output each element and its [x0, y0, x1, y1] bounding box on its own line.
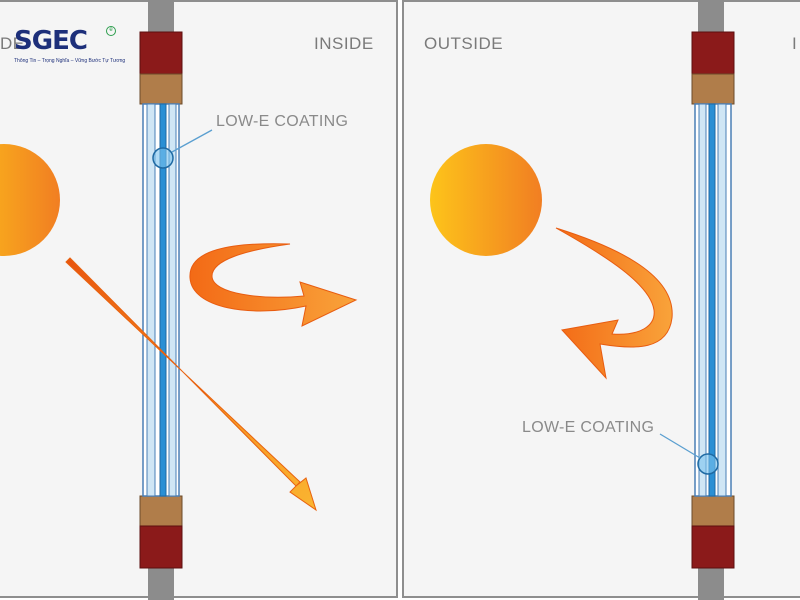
label-inside-partial-right: I: [792, 34, 798, 53]
glass-panes-right: [694, 103, 732, 497]
coating-marker-left: [152, 147, 174, 169]
frame-top-dark-left: [139, 31, 183, 75]
window-left: [139, 0, 213, 600]
window-right: [659, 0, 735, 600]
sun-left: [0, 144, 60, 256]
coating-marker-right: [697, 453, 719, 475]
label-inside-left: INSIDE: [314, 34, 374, 53]
coating-leader-left: [171, 129, 213, 153]
label-low-e-coating-right: LOW-E COATING: [522, 419, 655, 436]
label-outside-right: OUTSIDE: [424, 34, 504, 53]
logo-wordmark: SGEC: [14, 26, 88, 56]
frame-bottom-light-right: [691, 495, 735, 527]
label-low-e-coating-left: LOW-E COATING: [216, 113, 349, 130]
sun-right: [430, 144, 542, 256]
frame-bottom-light-left: [139, 495, 183, 527]
arrow-transmitted-left: [65, 257, 317, 512]
frame-top-light-left: [139, 73, 183, 105]
coating-leader-right: [659, 433, 701, 459]
frame-bottom-dark-left: [139, 525, 183, 569]
logo-tagline: Thông Tin – Trọng Nghĩa – Vững Bước Tự T…: [14, 58, 126, 64]
frame-bottom-dark-right: [691, 525, 735, 569]
logo-badge-icon: e: [106, 26, 116, 36]
frame-top-light-right: [691, 73, 735, 105]
arrow-heat-reflected-outside: [555, 227, 673, 380]
glass-panes-left: [142, 103, 180, 497]
frame-top-dark-right: [691, 31, 735, 75]
sgec-logo: SGEC Thông Tin – Trọng Nghĩa – Vững Bước…: [10, 26, 125, 70]
arrow-heat-reflected-inside: [189, 243, 358, 327]
label-outside-partial-left: DE: [0, 34, 25, 53]
